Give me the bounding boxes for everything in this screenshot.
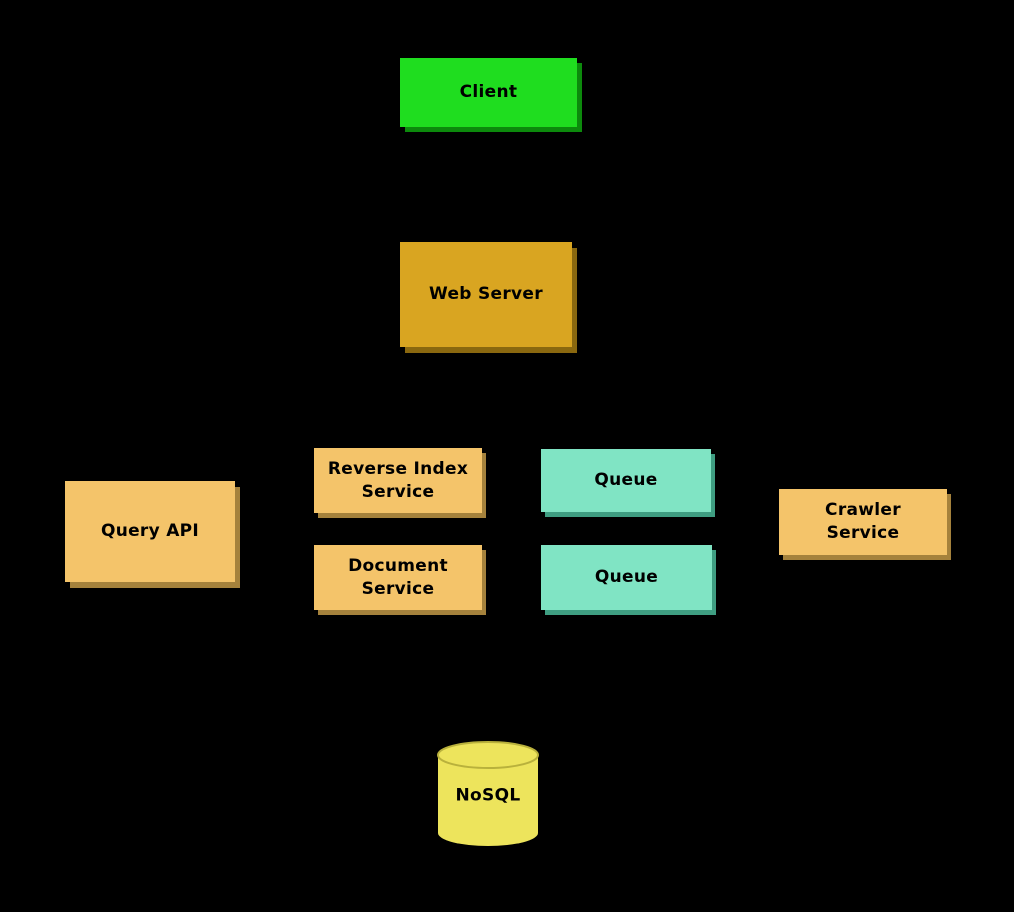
- node-web-server: Web Server: [400, 242, 572, 347]
- node-crawler-service: Crawler Service: [779, 489, 947, 555]
- node-nosql-database: NoSQL: [437, 741, 539, 847]
- node-label: NoSQL: [455, 785, 521, 806]
- node-label: Queue: [594, 470, 658, 491]
- node-label: Query API: [100, 521, 200, 542]
- node-label: Client: [459, 82, 518, 103]
- node-client: Client: [400, 58, 577, 127]
- database-cylinder-icon: [437, 741, 539, 846]
- node-label: Crawler Service: [825, 500, 901, 543]
- node-query-api: Query API: [65, 481, 235, 582]
- node-label: Document Service: [348, 555, 448, 599]
- node-queue-bottom: Queue: [541, 545, 712, 610]
- node-label: Web Server: [429, 284, 543, 305]
- node-queue-top: Queue: [541, 449, 711, 512]
- node-label: Queue: [594, 567, 659, 588]
- node-label: Reverse Index Service: [327, 458, 469, 502]
- node-reverse-index-service: Reverse Index Service: [314, 448, 482, 513]
- node-document-service: Document Service: [314, 545, 482, 610]
